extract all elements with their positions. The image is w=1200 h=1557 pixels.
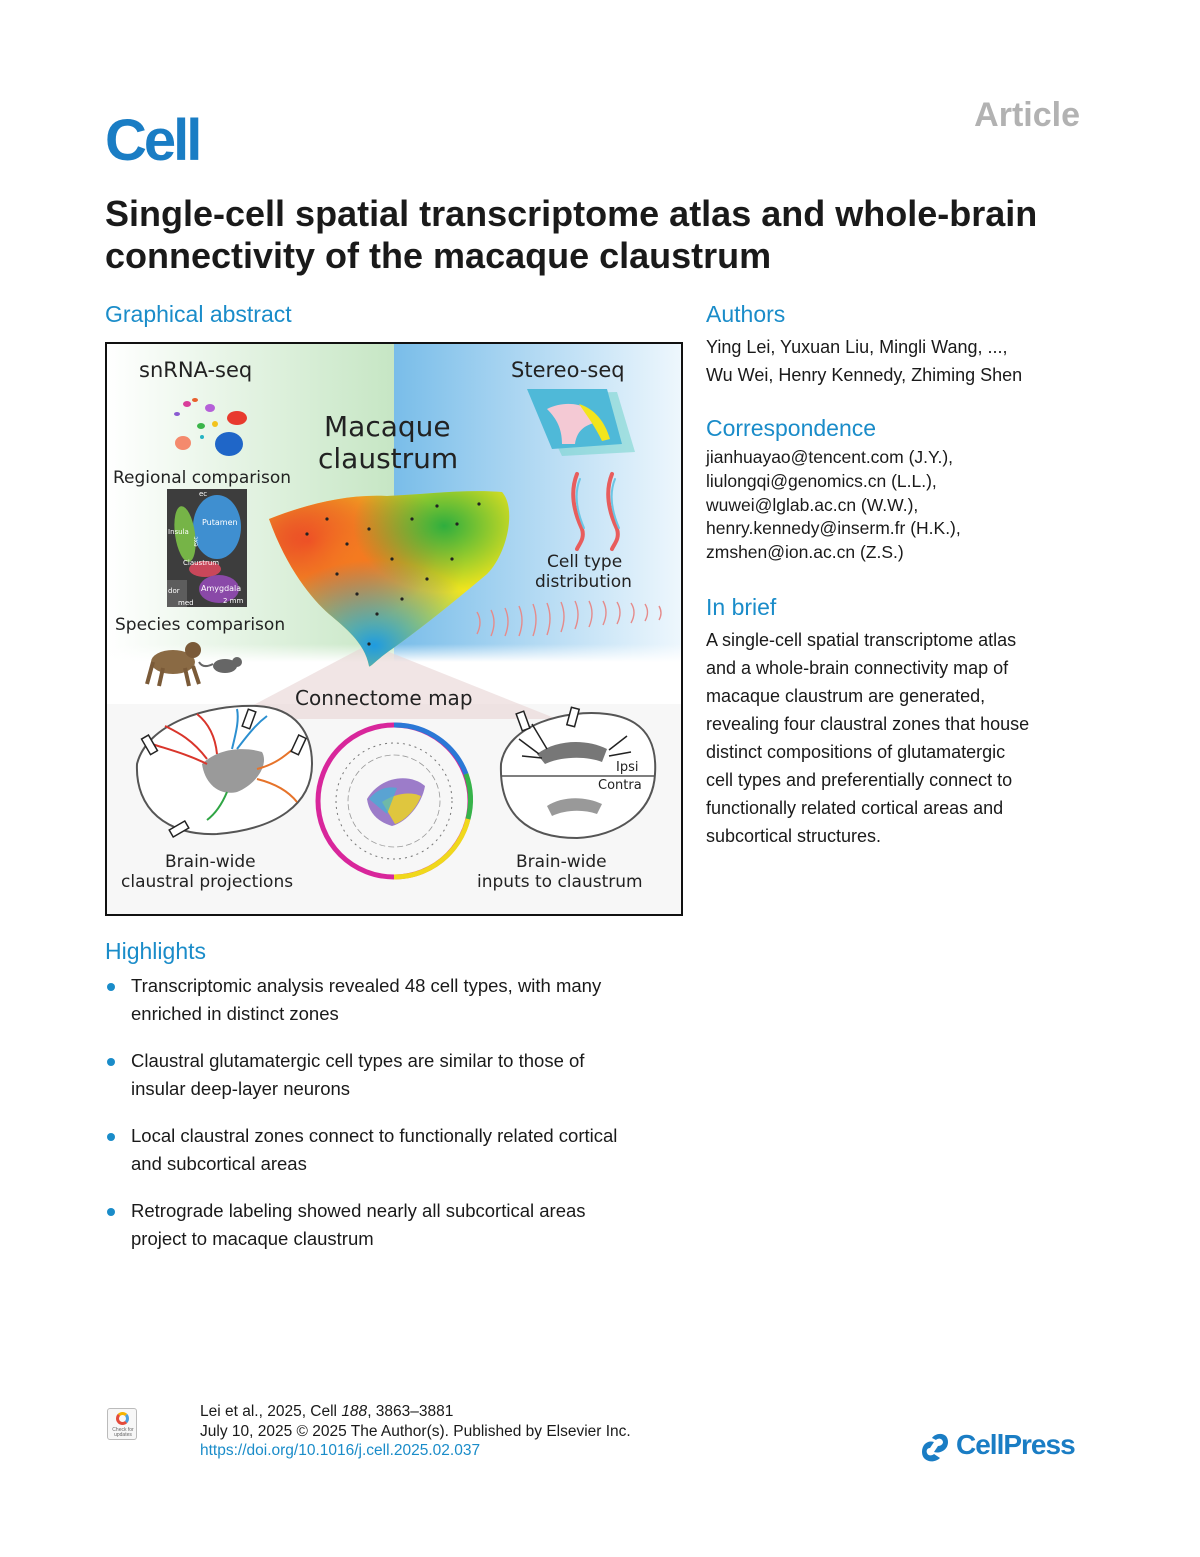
- correspondence-list: jianhuayao@tencent.com (J.Y.), liulongqi…: [706, 446, 961, 565]
- in-brief-line: revealing four claustral zones that hous…: [706, 714, 1030, 734]
- connectome-map-label: Connectome map: [295, 686, 473, 710]
- graphical-abstract-illustration: [107, 344, 681, 914]
- highlight-line: and subcortical areas: [131, 1153, 307, 1174]
- cellpress-logo: CellPress: [918, 1428, 1083, 1464]
- bullet-icon: [107, 983, 115, 991]
- distribution-label: distribution: [535, 572, 632, 592]
- correspondence-heading: Correspondence: [706, 415, 877, 441]
- highlight-line: Transcriptomic analysis revealed 48 cell…: [131, 975, 602, 996]
- ec-label: ec: [199, 490, 208, 498]
- in-brief-line: macaque claustrum are generated,: [706, 686, 986, 706]
- inputs-label-line1: Brain-wide: [516, 852, 607, 872]
- contra-label: Contra: [598, 778, 642, 793]
- email-link[interactable]: wuwei@lglab.ac.cn (W.W.),: [706, 494, 919, 515]
- article-title: Single-cell spatial transcriptome atlas …: [105, 193, 1038, 276]
- email-link[interactable]: zmshen@ion.ac.cn (Z.S.): [706, 542, 904, 563]
- in-brief-line: and a whole-brain connectivity map of: [706, 658, 1009, 678]
- highlight-line: insular deep-layer neurons: [131, 1078, 351, 1099]
- inputs-label-line2: inputs to claustrum: [477, 872, 643, 892]
- publisher-name: CellPress: [956, 1429, 1076, 1460]
- highlight-item: Claustral glutamatergic cell types are s…: [105, 1047, 705, 1103]
- macaque-label: Macaque: [324, 410, 451, 443]
- putamen-label: Putamen: [202, 518, 238, 527]
- dor-label: dor: [168, 587, 180, 595]
- in-brief-line: functionally related cortical areas and: [706, 798, 1004, 818]
- stereo-seq-label: Stereo-seq: [511, 358, 625, 382]
- in-brief-heading: In brief: [706, 594, 777, 620]
- author-line: Wu Wei, Henry Kennedy, Zhiming Shen: [706, 364, 1023, 385]
- claustrum-label: claustrum: [318, 442, 459, 475]
- stereo-seq-slides: [527, 389, 635, 456]
- projections-label-line1: Brain-wide: [165, 852, 256, 872]
- bullet-icon: [107, 1133, 115, 1141]
- cell-type-label: Cell type: [547, 552, 623, 572]
- graphical-abstract: snRNA-seq Stereo-seq Macaque claustrum R…: [105, 342, 683, 916]
- highlight-line: Claustral glutamatergic cell types are s…: [131, 1050, 585, 1071]
- graphical-abstract-heading: Graphical abstract: [105, 301, 292, 327]
- article-type-label: Article: [974, 96, 1080, 134]
- in-brief-line: subcortical structures.: [706, 826, 882, 846]
- highlight-line: Retrograde labeling showed nearly all su…: [131, 1200, 586, 1221]
- claustrum-small-label: Claustrum: [183, 559, 220, 567]
- highlight-line: enriched in distinct zones: [131, 1003, 339, 1024]
- regional-comparison-label: Regional comparison: [113, 468, 292, 488]
- exc-label: exc: [192, 536, 200, 547]
- doi-link[interactable]: https://doi.org/10.1016/j.cell.2025.02.0…: [200, 1442, 481, 1459]
- species-silhouettes: [145, 642, 242, 687]
- highlight-item: Retrograde labeling showed nearly all su…: [105, 1197, 705, 1253]
- brain-projections-diagram: [135, 704, 314, 838]
- species-comparison-label: Species comparison: [115, 615, 286, 635]
- citation-date-line: July 10, 2025 © 2025 The Author(s). Publ…: [200, 1422, 631, 1440]
- circular-dendrogram: [315, 722, 473, 880]
- highlight-line: Local claustral zones connect to functio…: [131, 1125, 618, 1146]
- projections-label-line2: claustral projections: [121, 872, 294, 892]
- bullet-icon: [107, 1208, 115, 1216]
- badge-text: Check for updates: [112, 1427, 134, 1438]
- bullet-icon: [107, 1058, 115, 1066]
- update-icon: [116, 1412, 129, 1425]
- cell-type-curves: [571, 472, 620, 551]
- citation-line: Lei et al., 2025, Cell 188, 3863–3881: [200, 1403, 454, 1420]
- amygdala-label: Amygdala: [201, 584, 242, 593]
- ipsi-label: Ipsi: [616, 760, 639, 775]
- email-link[interactable]: jianhuayao@tencent.com (J.Y.),: [706, 447, 954, 467]
- snrna-seq-label: snRNA-seq: [139, 358, 253, 382]
- highlight-item: Transcriptomic analysis revealed 48 cell…: [105, 972, 705, 1028]
- insula-label: Insula: [168, 528, 189, 536]
- author-line: Ying Lei, Yuxuan Liu, Mingli Wang, ...,: [706, 337, 1008, 357]
- author-list: Ying Lei, Yuxuan Liu, Mingli Wang, ..., …: [706, 334, 1022, 389]
- citation-block: Lei et al., 2025, Cell 188, 3863–3881 Ju…: [200, 1402, 631, 1461]
- authors-heading: Authors: [706, 301, 786, 327]
- scale-bar-label: 2 mm: [223, 597, 244, 605]
- highlights-heading: Highlights: [105, 938, 206, 964]
- in-brief-text: A single-cell spatial transcriptome atla…: [706, 626, 1086, 850]
- email-link[interactable]: liulongqi@genomics.cn (L.L.),: [706, 470, 937, 491]
- brain-inputs-diagram: [499, 706, 657, 840]
- highlight-item: Local claustral zones connect to functio…: [105, 1122, 705, 1178]
- med-label: med: [178, 599, 194, 607]
- journal-logo: Cell: [105, 108, 202, 173]
- histology-section: [167, 489, 247, 607]
- check-for-updates-badge[interactable]: Check for updates: [107, 1408, 137, 1440]
- in-brief-line: A single-cell spatial transcriptome atla…: [706, 630, 1017, 650]
- cellpress-icon: [922, 1433, 948, 1462]
- email-link[interactable]: henry.kennedy@inserm.fr (H.K.),: [706, 518, 961, 539]
- umap-clusters: [174, 398, 247, 456]
- in-brief-line: distinct compositions of glutamatergic: [706, 742, 1006, 762]
- highlight-line: project to macaque claustrum: [131, 1228, 374, 1249]
- section-stack: [476, 600, 662, 637]
- in-brief-line: cell types and preferentially connect to: [706, 770, 1013, 790]
- highlights-list: Transcriptomic analysis revealed 48 cell…: [105, 972, 705, 1272]
